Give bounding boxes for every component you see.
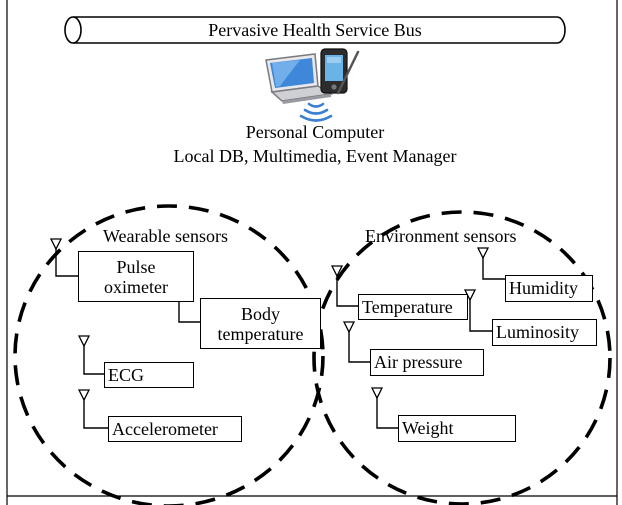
antenna-icon (77, 389, 91, 402)
luminosity-connector (469, 299, 492, 332)
computer-subtitle: Local DB, Multimedia, Event Manager (173, 146, 457, 166)
laptop-icon (265, 53, 334, 104)
antenna-icon (342, 321, 356, 334)
body-temperature-label-line1: Body (240, 303, 280, 324)
pulse-oximeter-label-line2: oximeter (104, 276, 168, 297)
accelerometer-label: Accelerometer (112, 419, 218, 439)
weight-box: Weight (398, 415, 516, 442)
wireless-signal-icon (299, 102, 333, 122)
ecg-label: ECG (108, 365, 144, 385)
computer-title: Personal Computer (245, 122, 385, 142)
temperature-connector (336, 275, 358, 307)
accelerometer-box: Accelerometer (108, 416, 242, 442)
accelerometer-connector (83, 399, 108, 429)
environment-sensors-boundary (312, 210, 612, 505)
antenna-icon (330, 265, 344, 278)
ecg-connector (83, 345, 104, 375)
antenna-icon (370, 387, 384, 400)
service-bus-label: Pervasive Health Service Bus (208, 20, 422, 40)
air-pressure-label: Air pressure (374, 352, 463, 372)
antenna-icon (77, 335, 91, 348)
antenna-icon (49, 238, 63, 251)
humidity-label: Humidity (509, 278, 579, 298)
antenna-icon (476, 247, 490, 260)
wearable-sensors-boundary (13, 204, 325, 505)
pulse-oximeter-connector (55, 248, 78, 277)
weight-connector (376, 397, 398, 429)
pda-icon (320, 48, 360, 95)
weight-label: Weight (402, 418, 454, 438)
body-temperature-box: Body temperature (200, 298, 321, 349)
body-temperature-label-line2: temperature (217, 323, 304, 344)
temperature-label: Temperature (362, 297, 453, 317)
luminosity-box: Luminosity (492, 319, 597, 346)
luminosity-label: Luminosity (496, 322, 580, 342)
body-temperature-connector (178, 296, 200, 323)
temperature-box: Temperature (358, 294, 468, 320)
ecg-box: ECG (104, 362, 194, 388)
humidity-connector (482, 257, 505, 280)
air-pressure-connector (348, 331, 370, 363)
wearable-sensors-title: Wearable sensors (103, 226, 228, 246)
humidity-box: Humidity (505, 275, 593, 302)
air-pressure-box: Air pressure (370, 349, 484, 376)
pulse-oximeter-label-line1: Pulse (116, 256, 156, 277)
environment-sensors-title: Environment sensors (365, 226, 517, 246)
pulse-oximeter-box: Pulse oximeter (78, 251, 194, 302)
service-bus-cylinder (64, 16, 566, 44)
